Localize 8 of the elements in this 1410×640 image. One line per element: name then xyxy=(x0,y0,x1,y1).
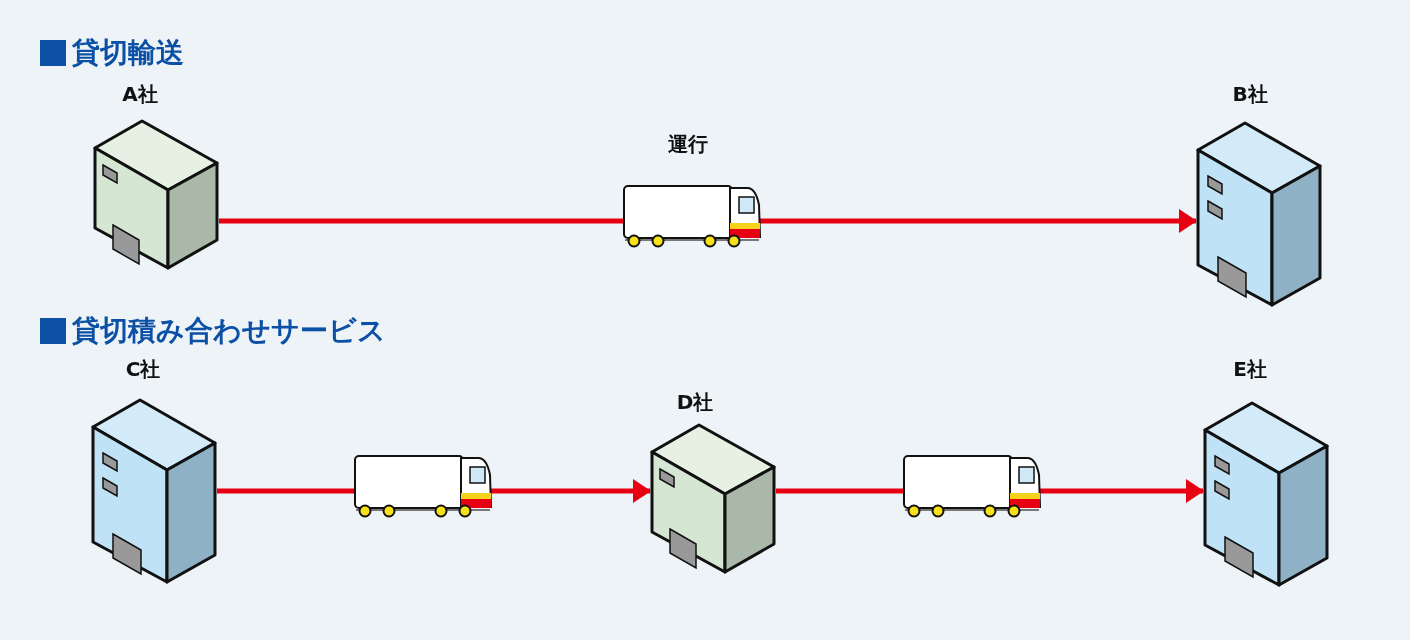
company-label: B社 xyxy=(1232,82,1268,106)
company-label: E社 xyxy=(1233,357,1267,381)
section-heading: 貸切輸送 xyxy=(72,36,184,70)
edge-label: 運行 xyxy=(668,132,708,156)
company-label: A社 xyxy=(122,82,158,106)
company-label: D社 xyxy=(676,390,714,414)
company-label: C社 xyxy=(125,357,161,381)
section-heading: 貸切積み合わせサービス xyxy=(72,314,386,348)
